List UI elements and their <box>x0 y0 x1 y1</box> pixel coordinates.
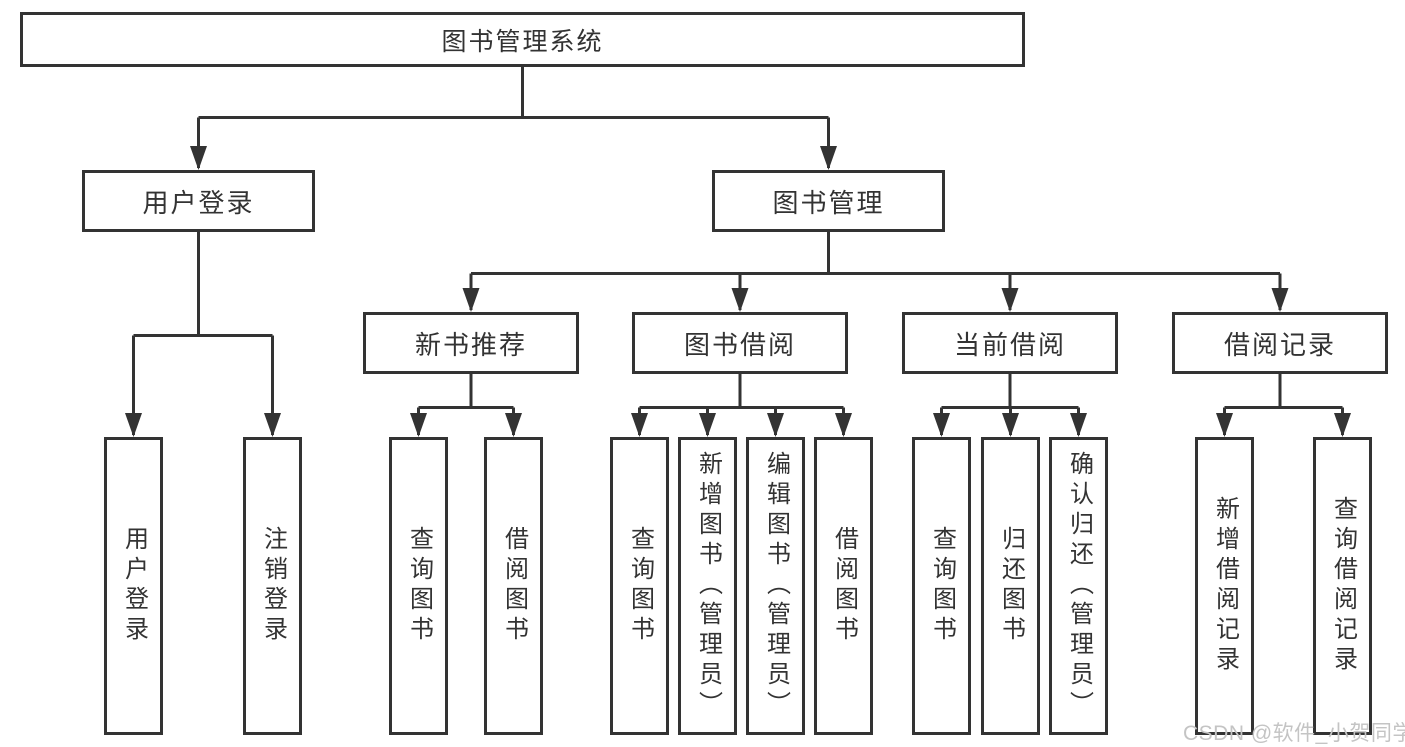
connector-book-borrowing-children <box>631 374 852 437</box>
node-user-login: 用户登录 <box>82 170 315 232</box>
leaf-br-add-record: 新增借阅记录 <box>1195 437 1254 735</box>
connector-current-borrowing-children <box>933 374 1087 437</box>
arrowhead <box>1001 288 1019 312</box>
node-current-borrowing: 当前借阅 <box>902 312 1118 374</box>
leaf-cb-return-books: 归还图书 <box>981 437 1040 735</box>
arrowhead <box>699 413 716 437</box>
arrowhead <box>820 146 837 170</box>
leaf-bb-edit-books-admin: 编辑图书（管理员） <box>746 437 805 735</box>
arrowhead <box>767 413 784 437</box>
leaf-bb-borrow-books: 借阅图书 <box>814 437 873 735</box>
leaf-cb-confirm-return-admin: 确认归还（管理员） <box>1049 437 1108 735</box>
connector-book-management-children <box>462 232 1289 312</box>
node-borrowing-records: 借阅记录 <box>1172 312 1388 374</box>
arrowhead <box>462 288 480 312</box>
leaf-nb-query-books: 查询图书 <box>389 437 448 735</box>
node-new-book-recommend: 新书推荐 <box>363 312 579 374</box>
node-book-management: 图书管理 <box>712 170 945 232</box>
connector-user-login-children <box>125 232 281 437</box>
leaf-bb-query-books: 查询图书 <box>610 437 669 735</box>
leaf-logout: 注销登录 <box>243 437 302 735</box>
arrowhead <box>1002 413 1019 437</box>
arrowhead <box>1070 413 1087 437</box>
arrowhead <box>125 413 142 437</box>
leaf-nb-borrow-books: 借阅图书 <box>484 437 543 735</box>
arrowhead <box>1334 413 1351 437</box>
csdn-watermark: CSDN @软件_小贺同学 <box>1183 722 1405 745</box>
arrowhead <box>410 413 427 437</box>
node-library-system: 图书管理系统 <box>20 12 1025 67</box>
leaf-user-login: 用户登录 <box>104 437 163 735</box>
arrowhead <box>933 413 950 437</box>
connector-new-book-children <box>410 374 522 437</box>
arrowhead <box>1216 413 1233 437</box>
arrowhead <box>835 413 852 437</box>
connector-root-to-level2 <box>190 67 837 170</box>
arrowhead <box>264 413 281 437</box>
node-book-borrowing: 图书借阅 <box>632 312 848 374</box>
arrowhead <box>731 288 749 312</box>
arrowhead <box>190 146 207 170</box>
arrowhead <box>1271 288 1289 312</box>
arrowhead <box>631 413 648 437</box>
arrowhead <box>505 413 522 437</box>
leaf-cb-query-books: 查询图书 <box>912 437 971 735</box>
leaf-br-query-record: 查询借阅记录 <box>1313 437 1372 735</box>
connector-borrowing-records-children <box>1216 374 1351 437</box>
leaf-bb-add-books-admin: 新增图书（管理员） <box>678 437 737 735</box>
